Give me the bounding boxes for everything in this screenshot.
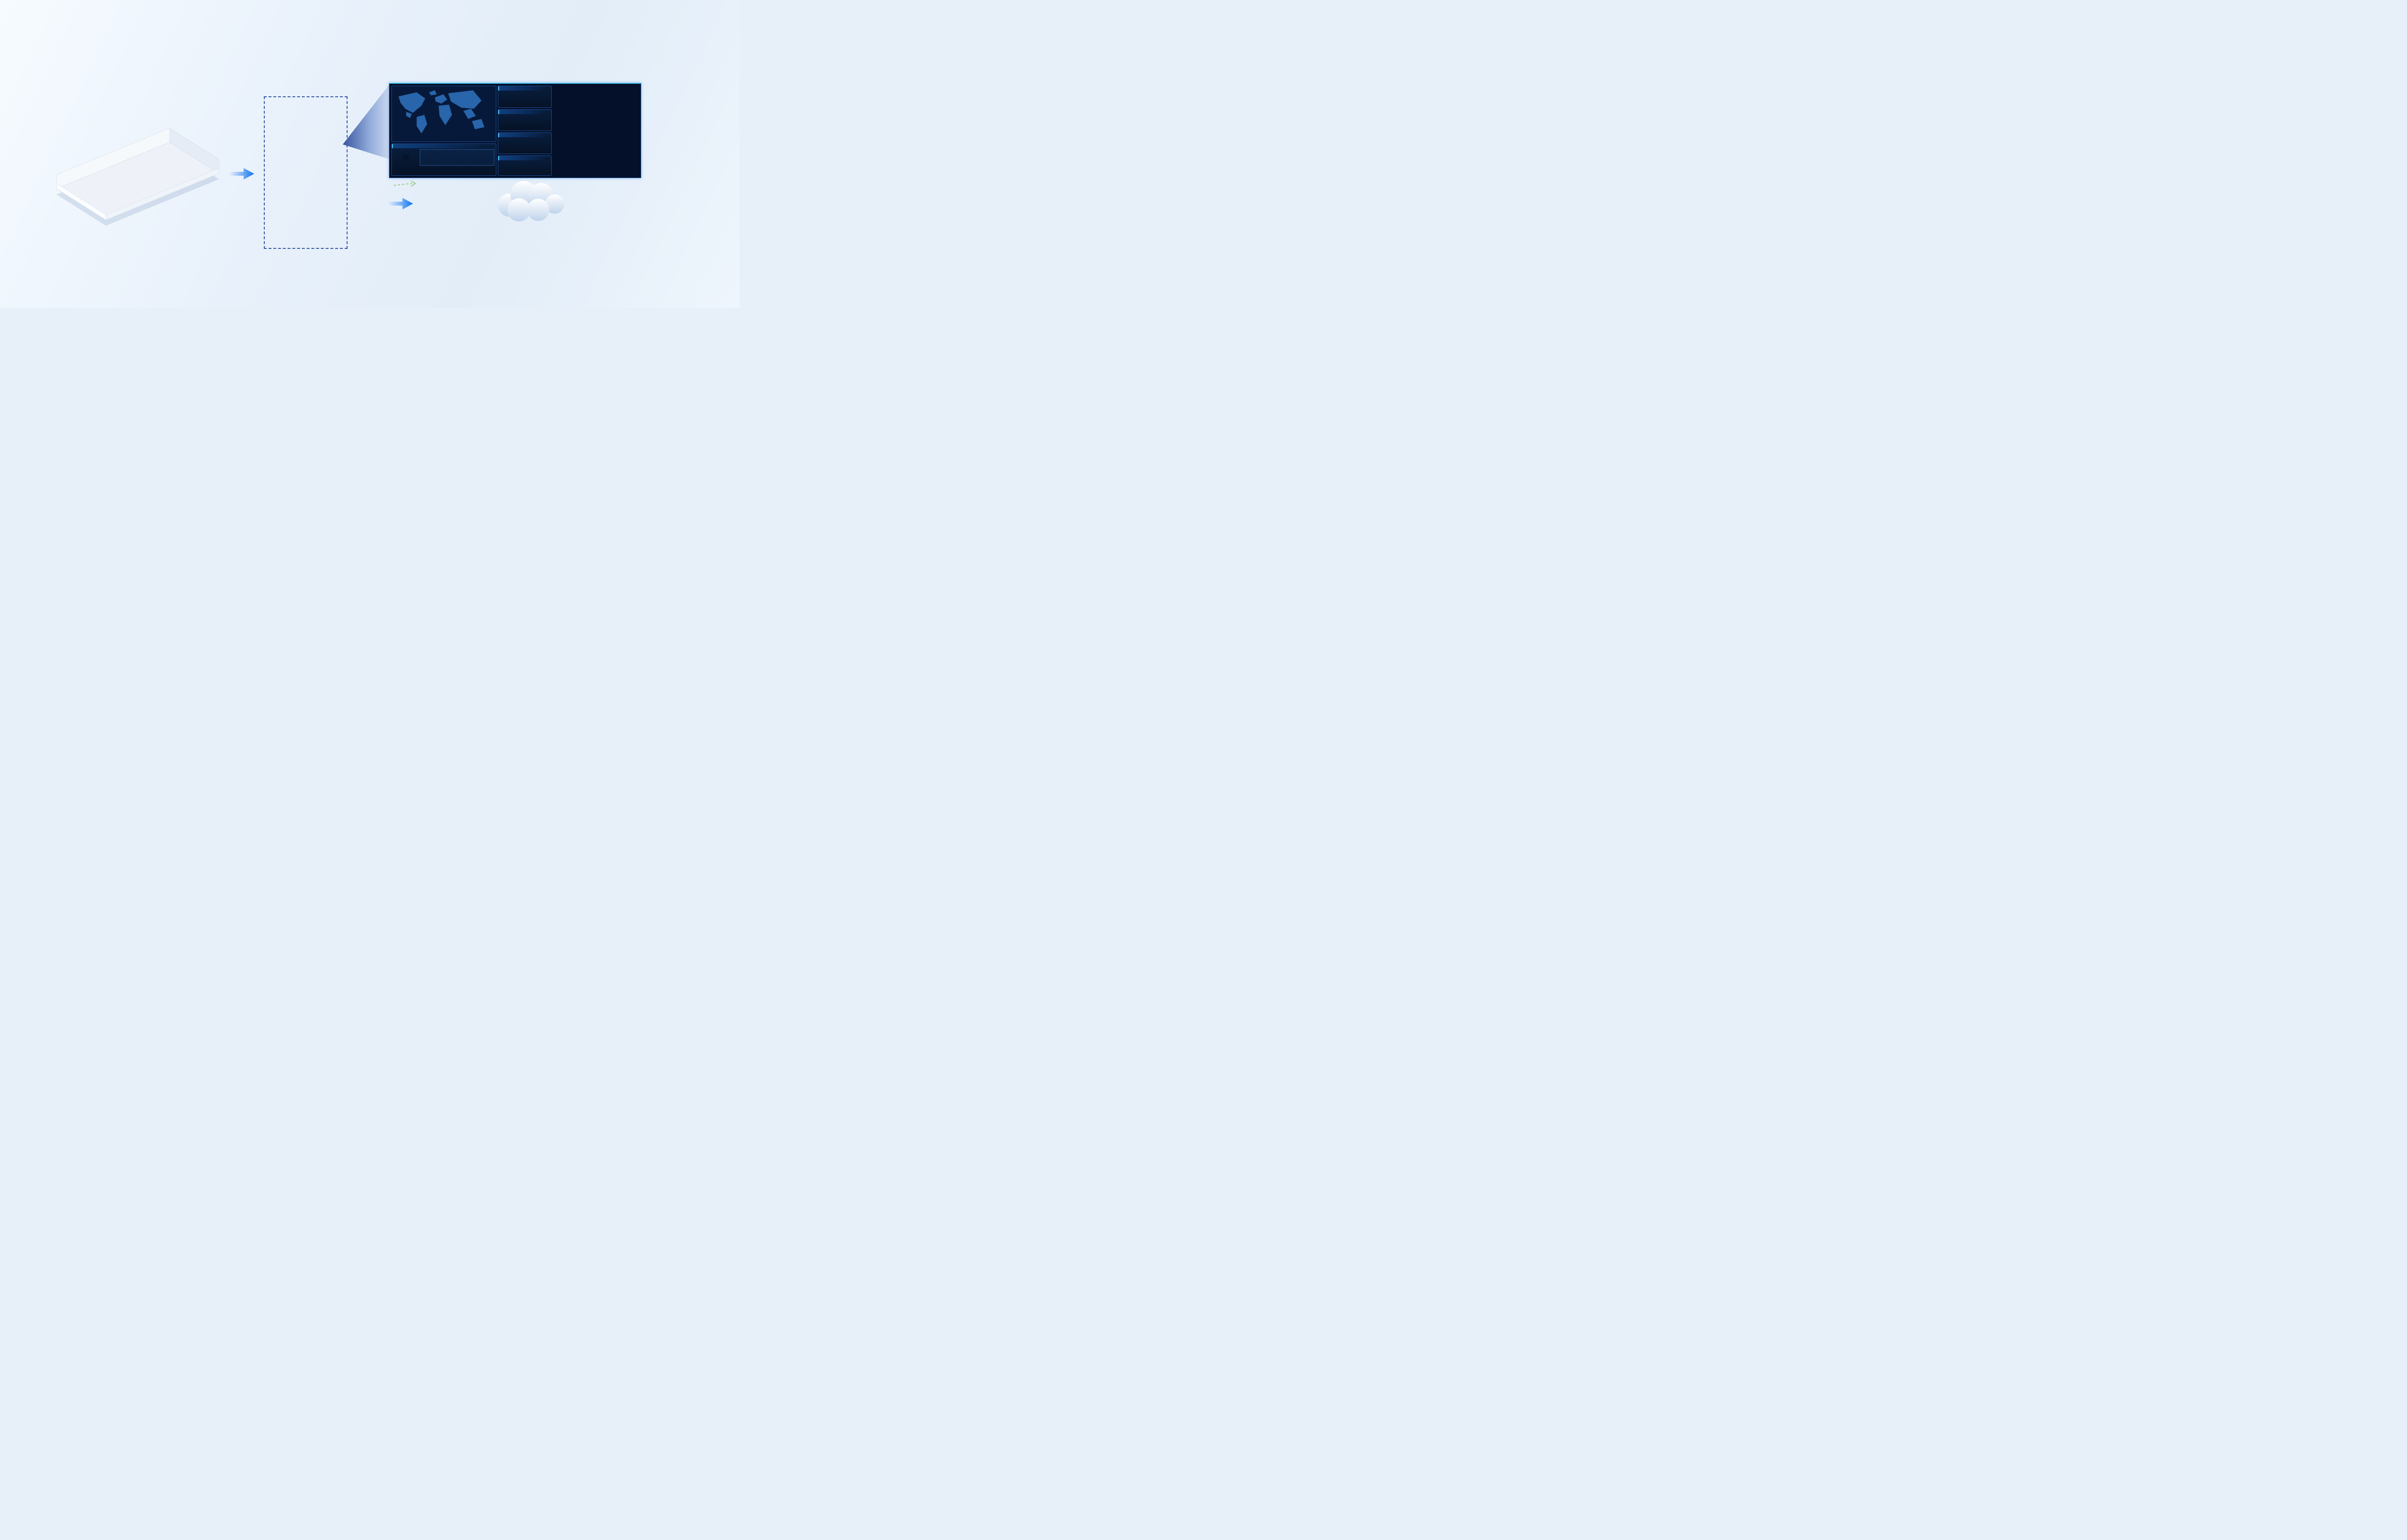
world-map [392, 86, 496, 142]
alarm-table [420, 149, 494, 166]
callout-beam [343, 84, 390, 159]
monitoring-dashboard [389, 83, 641, 178]
top5-panel [498, 109, 552, 131]
room-isometric [56, 128, 220, 226]
trend-line-chart [499, 161, 550, 176]
health-panel [498, 132, 552, 154]
alarm-panel-title [392, 144, 496, 148]
datacenter-room-illustration [46, 105, 227, 244]
green-dashed-arrow [393, 181, 417, 187]
trend-panel [498, 155, 552, 176]
slide [0, 0, 739, 308]
support-systems-box [264, 96, 348, 249]
resource-pool-panel [498, 86, 552, 108]
flow-arrow-right-2 [388, 198, 413, 209]
trend-title [498, 156, 551, 160]
world-map-panel [391, 86, 496, 142]
cloud-shape [498, 181, 564, 221]
alarm-donut-chart [393, 149, 418, 166]
flow-arrow-right-1 [229, 168, 254, 180]
top5-title [498, 110, 551, 114]
resource-pool-title [498, 86, 551, 91]
alarm-overview-panel [391, 143, 496, 176]
health-title [498, 133, 551, 137]
